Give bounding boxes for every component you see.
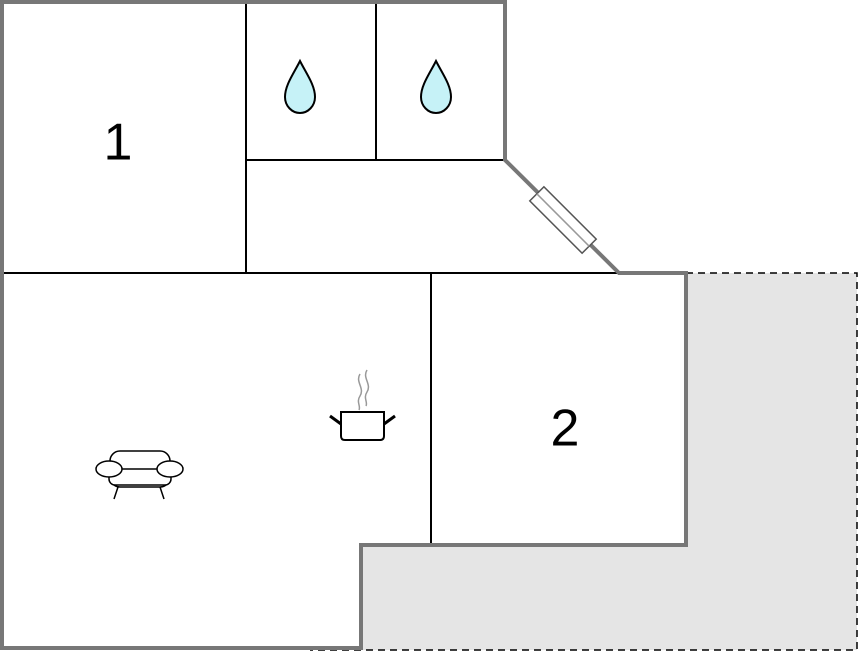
sofa-icon	[95, 450, 184, 500]
cooking-pot-icon	[329, 369, 396, 441]
room-label-1: 1	[104, 114, 133, 172]
door-icon	[528, 185, 598, 255]
room-label-2: 2	[551, 400, 580, 458]
water-drop-icon	[419, 58, 453, 115]
water-drop-icon	[283, 58, 317, 115]
interior	[2, 2, 686, 648]
terrace	[310, 273, 857, 650]
inner-walls	[2, 2, 686, 545]
outer-walls	[0, 0, 688, 650]
terrace-outline	[310, 272, 858, 651]
